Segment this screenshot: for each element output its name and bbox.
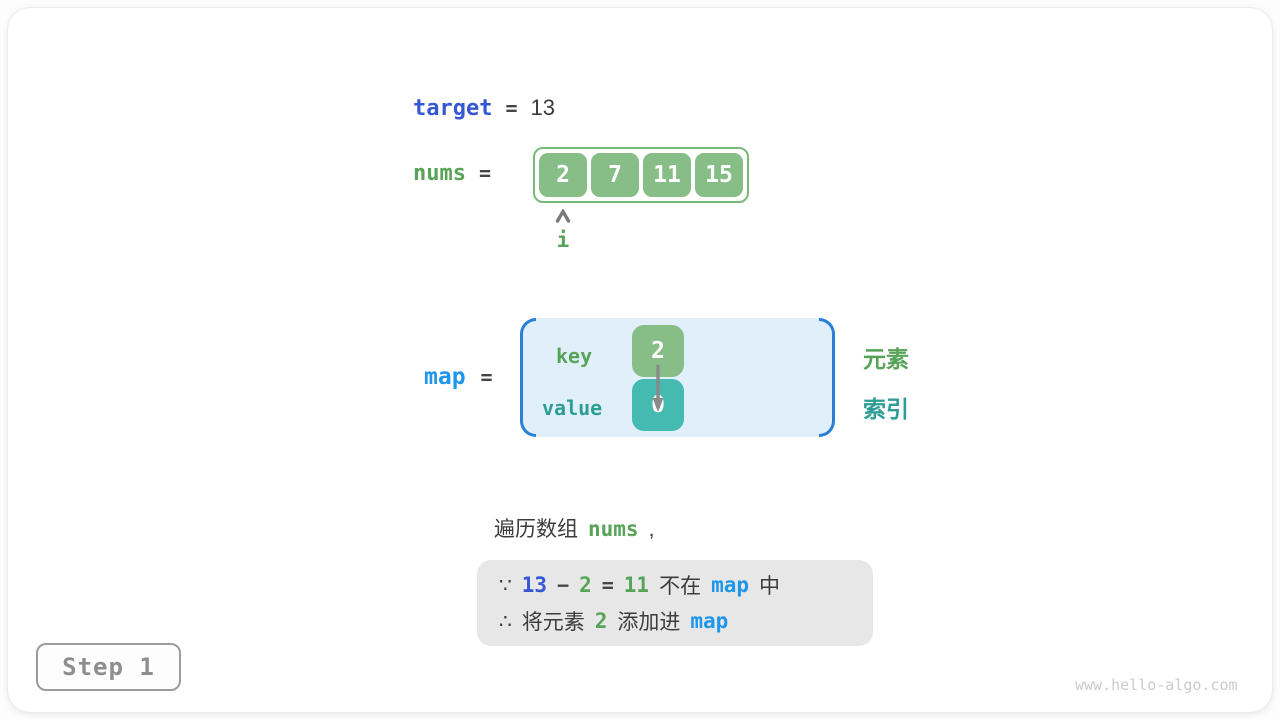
caption-line: 遍历数组 nums ,: [494, 513, 654, 543]
array-cell: 7: [591, 153, 639, 197]
map-keyword: map: [424, 364, 466, 390]
index-annotation: 索引: [863, 396, 909, 422]
target-keyword: target: [413, 96, 493, 121]
nums-label-line: nums =: [413, 161, 491, 186]
reasoning-box: ∵ 13 − 2 = 11 不在 map 中 ∴ 将元素 2 添加进 map: [477, 560, 873, 646]
map-code-1: map: [711, 573, 750, 597]
because-symbol: ∵: [499, 574, 512, 597]
target-equals: =: [505, 96, 518, 120]
value-label: value: [542, 396, 603, 420]
caption-nums-code: nums: [588, 517, 639, 541]
added-element-value: 2: [594, 609, 608, 633]
map-label-line: map =: [424, 364, 493, 390]
reasoning-line-1: ∵ 13 − 2 = 11 不在 map 中: [499, 567, 873, 603]
arrow-down-icon: [650, 364, 666, 421]
watermark: www.hello-algo.com: [1075, 676, 1238, 694]
caption-text: 遍历数组: [494, 518, 578, 541]
map-equals: =: [480, 365, 493, 389]
minuend-value: 13: [521, 573, 548, 597]
subtrahend-value: 2: [579, 573, 592, 597]
caption-comma: ,: [648, 518, 655, 541]
index-pointer-label: i: [556, 228, 570, 252]
key-label: key: [556, 344, 593, 368]
element-annotation: 元素: [863, 346, 909, 372]
bracket-left-icon: [520, 318, 536, 437]
not-in-text: 不在: [659, 575, 702, 598]
step-badge: Step 1: [36, 643, 181, 691]
difference-value: 11: [623, 573, 650, 597]
nums-keyword: nums: [413, 161, 466, 186]
equals-operator: =: [601, 573, 614, 597]
map-code-2: map: [690, 609, 729, 633]
target-value: 13: [530, 95, 556, 120]
bracket-right-icon: [819, 318, 835, 437]
reasoning-line-2: ∴ 将元素 2 添加进 map: [499, 603, 873, 639]
array-cell: 11: [643, 153, 691, 197]
therefore-symbol: ∴: [499, 610, 512, 633]
array-cell: 15: [695, 153, 743, 197]
map-container: key 2 value 0: [520, 318, 835, 437]
in-suffix-text: 中: [759, 575, 781, 598]
array-cell: 2: [539, 153, 587, 197]
add-prefix-text: 将元素: [521, 611, 585, 634]
add-middle-text: 添加进: [617, 611, 681, 634]
caret-up-icon: [555, 208, 571, 228]
target-line: target = 13: [413, 95, 555, 121]
nums-equals: =: [478, 161, 492, 185]
minus-operator: −: [557, 573, 570, 597]
